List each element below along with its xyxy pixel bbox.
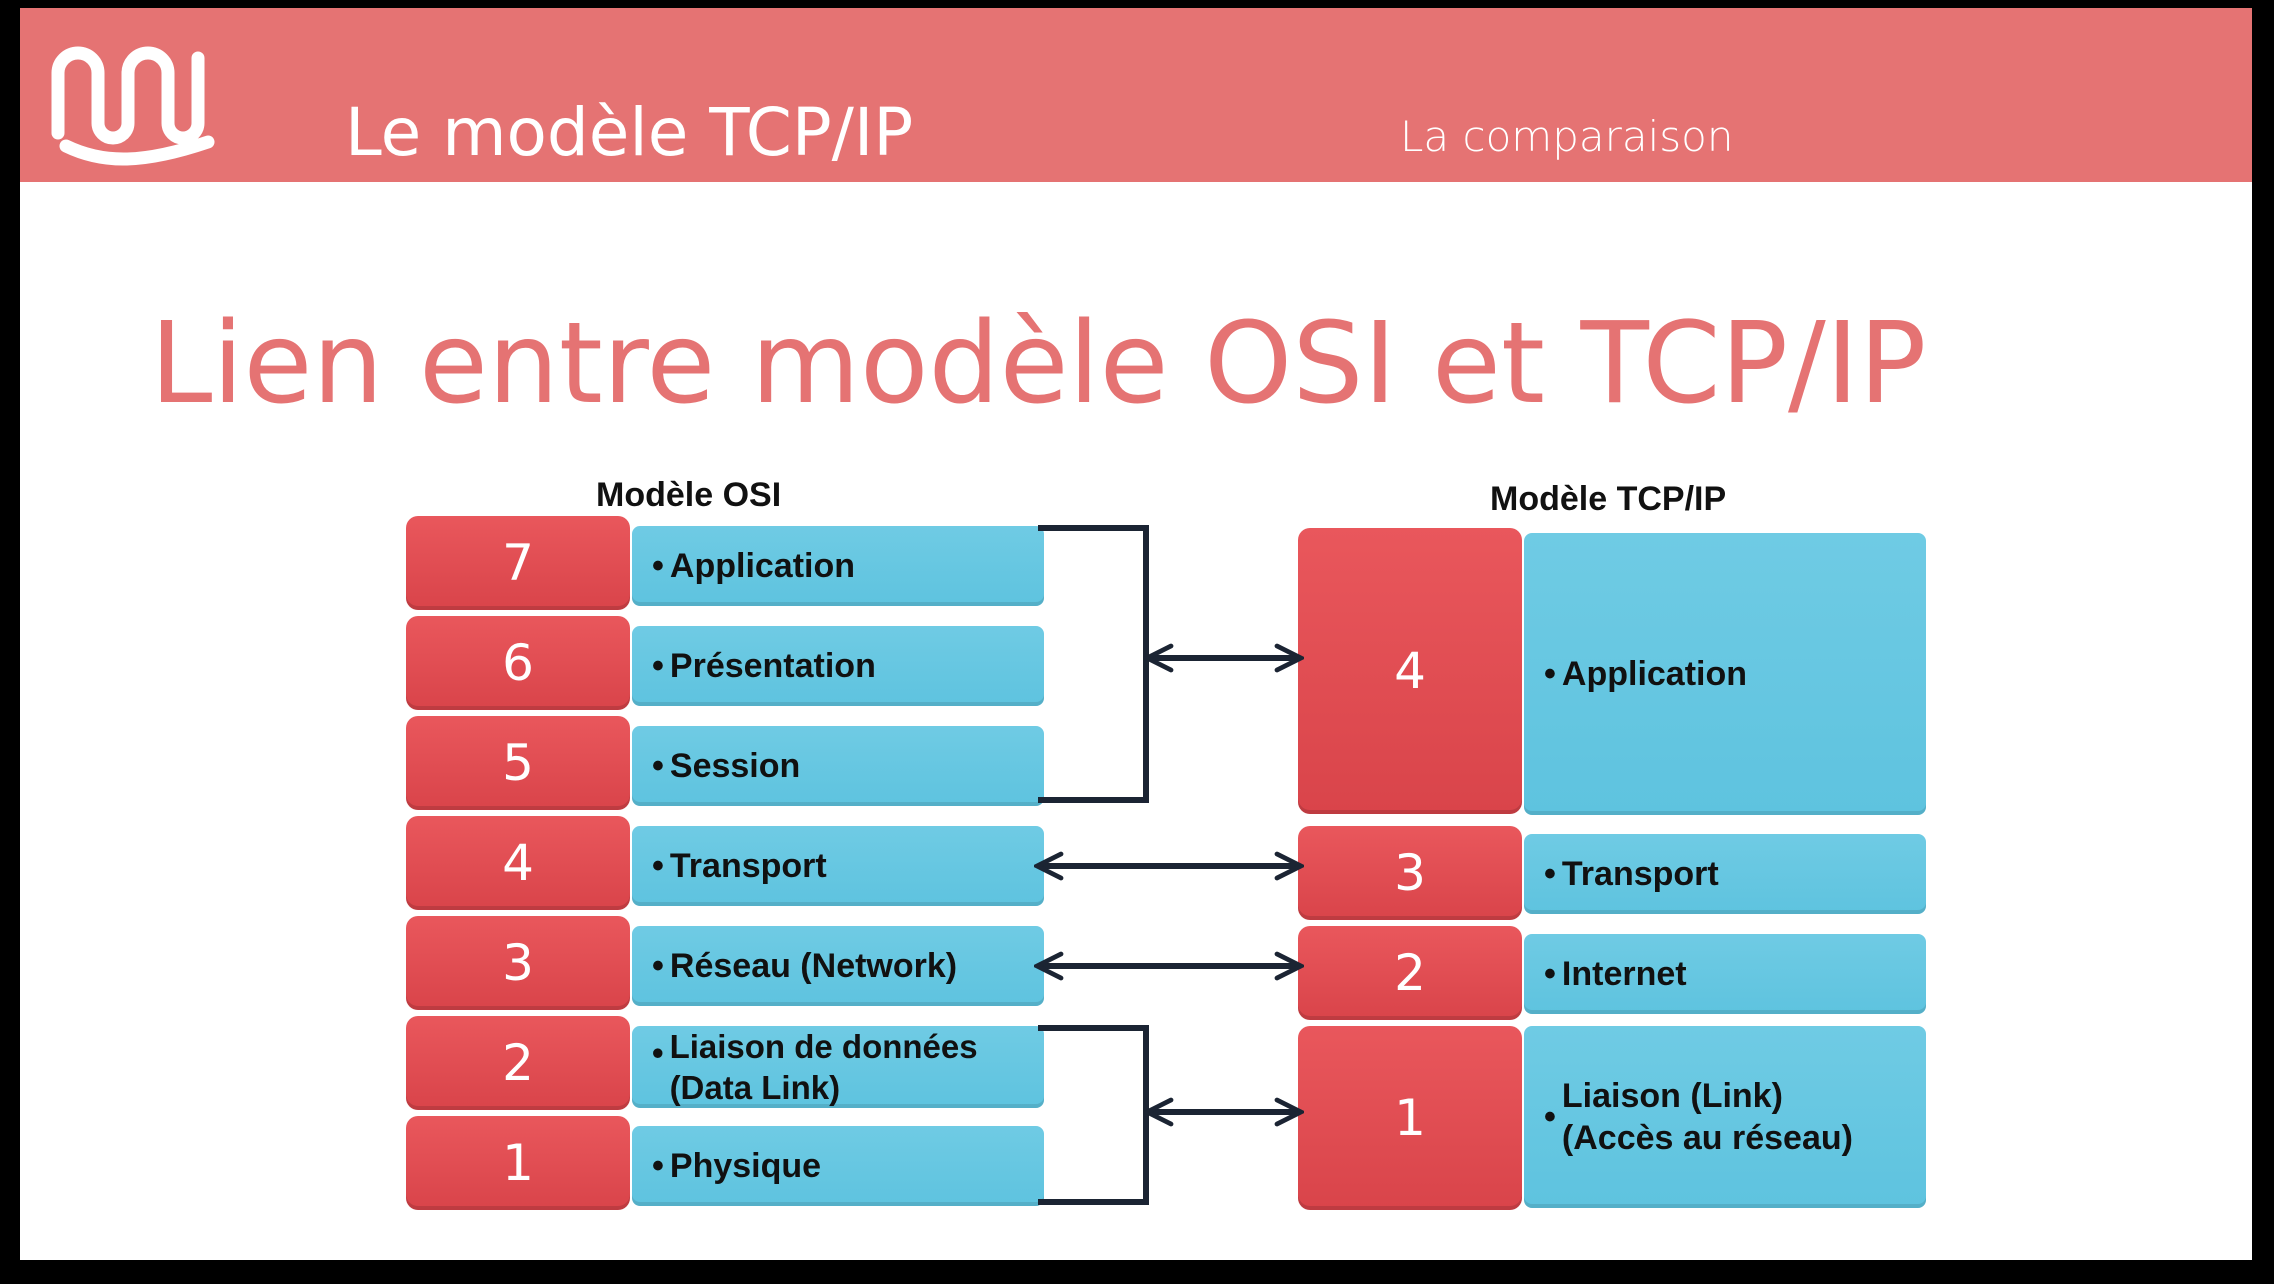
osi-layer-3-number: 3 xyxy=(406,916,630,1010)
tcpip-layer-1-label: •Liaison (Link) (Accès au réseau) xyxy=(1524,1026,1926,1208)
tcpip-model-title: Modèle TCP/IP xyxy=(1490,480,1727,518)
slide: Le modèle TCP/IP La comparaison Lien ent… xyxy=(20,8,2252,1260)
osi-layer-7-label: •Application xyxy=(632,526,1044,606)
layer-mapping-connectors xyxy=(20,525,2252,1205)
osi-layer-5-label: •Session xyxy=(632,726,1044,806)
osi-layer-6-label: •Présentation xyxy=(632,626,1044,706)
tcpip-layer-2-label: •Internet xyxy=(1524,934,1926,1014)
osi-layer-2-number: 2 xyxy=(406,1016,630,1110)
bracket-lower-layers xyxy=(1038,1025,1149,1205)
osi-layer-3-label: •Réseau (Network) xyxy=(632,926,1044,1006)
brand-logo-icon xyxy=(51,46,215,166)
tcpip-layer-1-number: 1 xyxy=(1298,1026,1522,1210)
header-subtitle: La comparaison xyxy=(1400,112,1734,161)
osi-layer-7-number: 7 xyxy=(406,516,630,610)
osi-layer-1-label: •Physique xyxy=(632,1126,1044,1206)
header-bar: Le modèle TCP/IP La comparaison xyxy=(20,8,2252,182)
osi-layer-4-number: 4 xyxy=(406,816,630,910)
osi-layer-2-label: •Liaison de données (Data Link) xyxy=(632,1026,1044,1108)
osi-layer-5-number: 5 xyxy=(406,716,630,810)
header-title: Le modèle TCP/IP xyxy=(345,94,914,171)
bracket-upper-layers xyxy=(1038,525,1149,803)
osi-layer-1-number: 1 xyxy=(406,1116,630,1210)
tcpip-layer-3-number: 3 xyxy=(1298,826,1522,920)
tcpip-layer-4-number: 4 xyxy=(1298,528,1522,814)
tcpip-layer-4-label: •Application xyxy=(1524,533,1926,815)
osi-model-title: Modèle OSI xyxy=(596,476,782,514)
slide-title: Lien entre modèle OSI et TCP/IP xyxy=(150,299,1927,429)
tcpip-layer-2-number: 2 xyxy=(1298,926,1522,1020)
osi-layer-4-label: •Transport xyxy=(632,826,1044,906)
tcpip-layer-3-label: •Transport xyxy=(1524,834,1926,914)
osi-layer-6-number: 6 xyxy=(406,616,630,710)
